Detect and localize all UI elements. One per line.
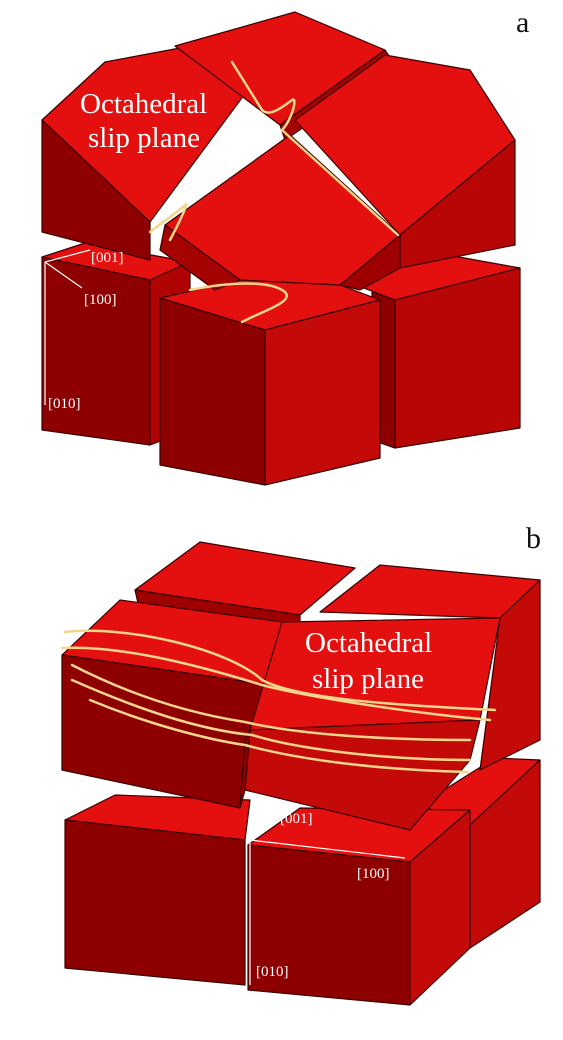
panel-b-axis-x-label: [100] [357,866,390,882]
panel-a-letter: a [516,6,529,39]
block-b-bottom-left [64,794,251,986]
block-b-top-left [61,599,283,809]
block-a-top-front [159,134,401,291]
slip-lines-b [60,629,497,774]
panel-b [60,541,541,1006]
panel-a-axis-x-label: [100] [84,292,117,308]
panel-b-axis-z-label: [001] [280,811,313,827]
panel-a [41,11,521,486]
panel-b-slip-label-line2: slip plane [312,663,424,695]
axes-a [44,249,91,405]
panel-a-axis-z-label: [001] [91,250,124,266]
block-b-bottom-right [419,757,541,949]
axes-b [249,822,406,985]
panel-a-slip-label-line1: Octahedral [80,88,207,120]
panel-b-slip-label-line1: Octahedral [305,627,432,659]
panel-b-letter: b [526,522,541,555]
slip-lines-a [148,60,400,324]
panel-b-axis-y-label: [010] [256,964,289,980]
panel-a-slip-label-line2: slip plane [88,122,200,154]
block-b-bottom-front [247,807,471,1006]
panel-a-axis-y-label: [010] [48,396,81,412]
block-b-top-back-right [319,564,541,771]
block-a-top-right [294,54,516,269]
block-a-bottom-front [159,279,381,486]
